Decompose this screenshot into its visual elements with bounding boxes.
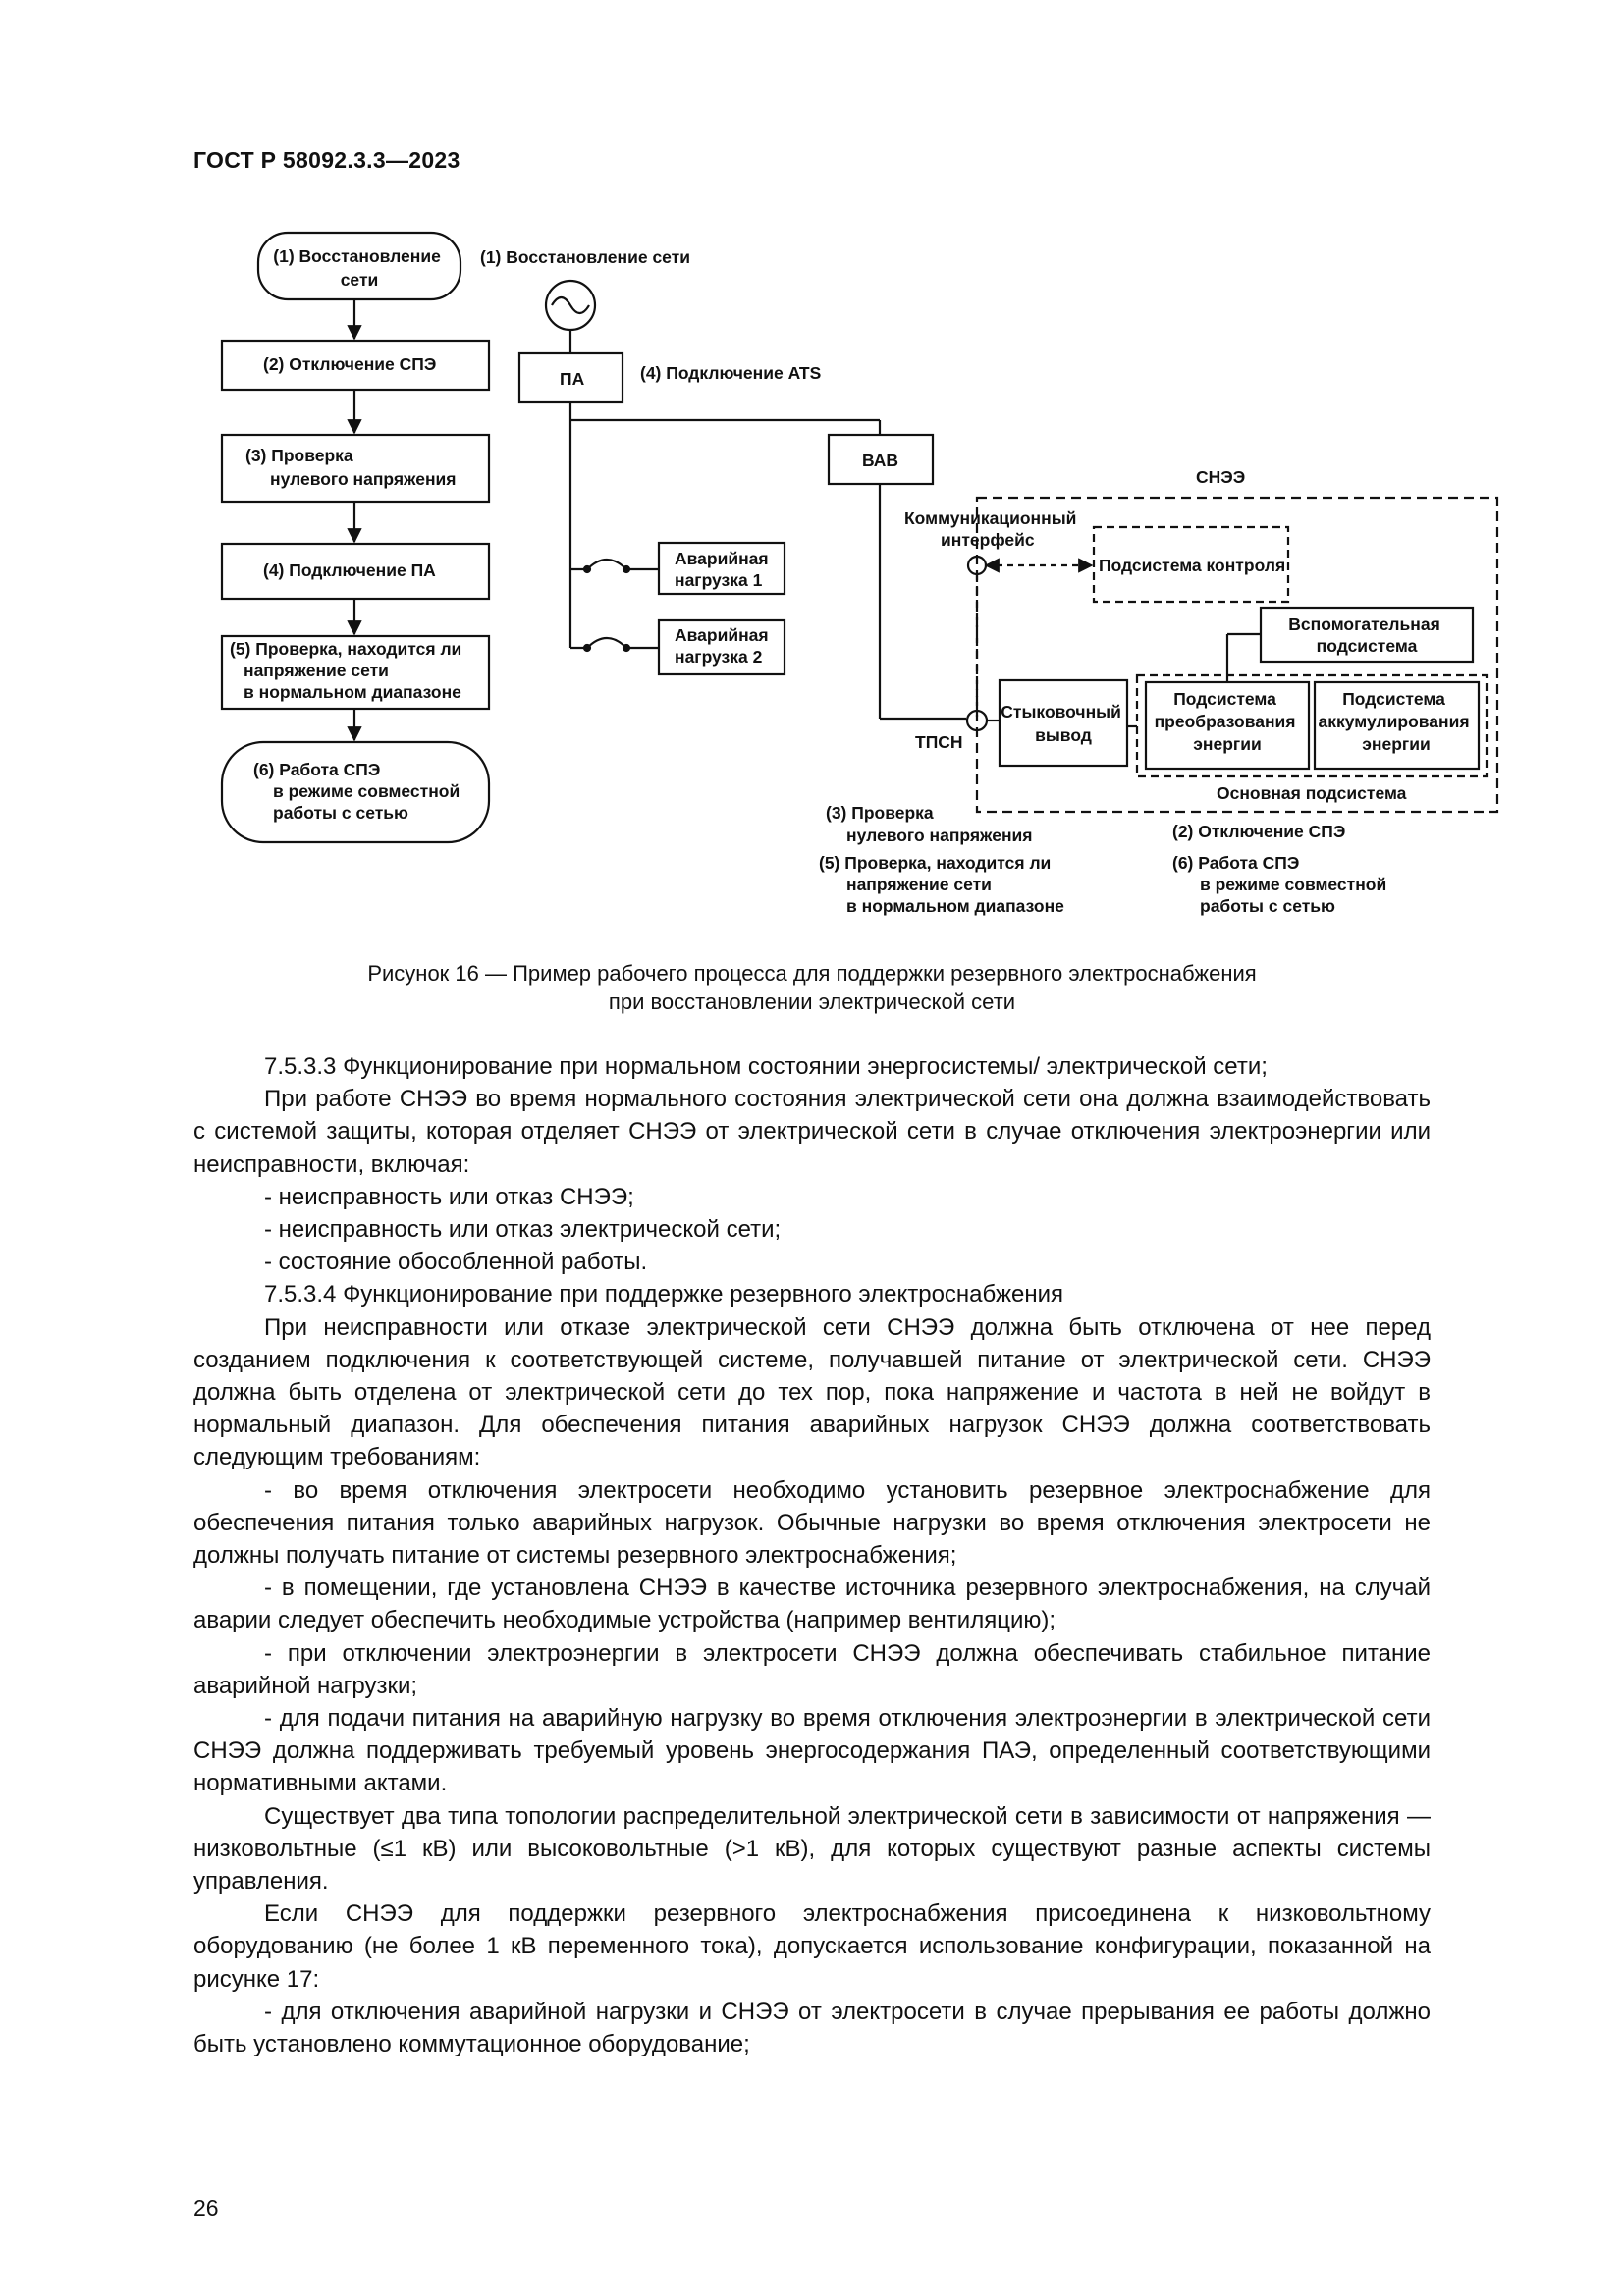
- switch-1: [586, 558, 627, 570]
- paragraph: 7.5.3.3 Функционирование при нормальном …: [264, 1053, 1268, 1080]
- note-2-text: (2) Отключение СПЭ: [1172, 822, 1345, 841]
- flow-step-1-box: [256, 231, 462, 301]
- control-subsystem-box: [1092, 525, 1290, 604]
- flow-step-6-text: (6) Работа СПЭ в режиме совместной работ…: [253, 760, 464, 823]
- load-2-text: Аварийная нагрузка 2: [675, 625, 774, 667]
- main-subsystem-box: [1135, 673, 1489, 778]
- list-item: - для подачи питания на аварийную нагруз…: [193, 1705, 1431, 1797]
- paragraph: Если СНЭЭ для поддержки резервного элект…: [193, 1900, 1431, 1993]
- load-1-text: Аварийная нагрузка 1: [675, 549, 774, 590]
- flowchart: [220, 231, 491, 844]
- paragraph: При неисправности или отказе электрическ…: [193, 1313, 1431, 1471]
- list-item: - неисправность или отказ СНЭЭ;: [264, 1183, 634, 1210]
- list-item: - состояние обособленной работы.: [264, 1249, 648, 1276]
- comm-interface-text: Коммуникационный интерфейс: [904, 508, 1081, 550]
- flow-step-4-text: (4) Подключение ПА: [263, 561, 436, 580]
- circuit-lines: [517, 279, 1499, 814]
- list-item: - неисправность или отказ электрической …: [264, 1216, 782, 1244]
- paragraph: Существует два типа топологии распредели…: [193, 1802, 1431, 1896]
- section-heading: 7.5.3.4 Функционирование при поддержке р…: [264, 1281, 1064, 1308]
- flow-step-1-text: (1) Восстановление сети: [273, 246, 445, 290]
- note-5-text: (5) Проверка, находится ли напряжение се…: [819, 853, 1064, 916]
- load-1-box: [657, 541, 786, 596]
- grid-restore-label: (1) Восстановление сети: [480, 247, 690, 267]
- ac-wave: [551, 295, 590, 315]
- main-subsystem-text: Основная подсистема: [1217, 783, 1407, 803]
- load-2-box: [657, 618, 786, 676]
- pa-label: ПА: [560, 369, 585, 389]
- docking-output-box: [998, 678, 1129, 768]
- storage-subsystem-box: [1313, 680, 1481, 771]
- figure-16-diagram: (1) Восстановление сети (2) Отключение С…: [220, 231, 1499, 916]
- list-item: - в помещении, где установлена СНЭЭ в ка…: [193, 1575, 1431, 1634]
- flow-step-6-box: [220, 740, 491, 844]
- document-header: ГОСТ Р 58092.3.3—2023: [193, 147, 460, 173]
- storage-subsystem-text: Подсистема аккумулирования энергии: [1319, 689, 1475, 754]
- flow-step-2-text: (2) Отключение СПЭ: [263, 354, 436, 374]
- control-subsystem-text: Подсистема контроля: [1099, 556, 1285, 575]
- snee-label: СНЭЭ: [1196, 467, 1245, 487]
- flow-step-5-text: (5) Проверка, находится ли напряжение се…: [230, 639, 466, 702]
- figure-caption-line-1: Рисунок 16 — Пример рабочего процесса дл…: [367, 961, 1257, 986]
- page-number: 26: [193, 2195, 219, 2220]
- note-3-text: (3) Проверка нулевого напряжения: [826, 803, 1033, 845]
- vav-label: ВАВ: [862, 451, 898, 470]
- figure-caption: Рисунок 16 — Пример рабочего процесса дл…: [196, 959, 1428, 1016]
- ats-label: (4) Подключение ATS: [640, 363, 821, 383]
- flow-step-3-text: (3) Проверка нулевого напряжения: [245, 446, 457, 489]
- note-6-text: (6) Работа СПЭ в режиме совместной работ…: [1172, 853, 1391, 916]
- list-item: - при отключении электроэнергии в электр…: [193, 1639, 1431, 1699]
- figure-caption-line-2: при восстановлении электрической сети: [608, 989, 1016, 1014]
- list-item: - для отключения аварийной нагрузки и СН…: [193, 1998, 1431, 2058]
- list-item: - во время отключения электросети необхо…: [193, 1476, 1431, 1570]
- docking-output-text: Стыковочный вывод: [1001, 702, 1125, 745]
- paragraph: При работе СНЭЭ во время нормального сос…: [193, 1086, 1431, 1178]
- aux-subsystem-text: Вспомогательная подсистема: [1288, 614, 1444, 656]
- conversion-subsystem-text: Подсистема преобразования энергии: [1155, 689, 1301, 754]
- switch-2: [586, 636, 627, 649]
- tpsn-label: ТПСН: [915, 732, 963, 752]
- body-text: 7.5.3.3 Функционирование при нормальном …: [193, 1050, 1431, 2060]
